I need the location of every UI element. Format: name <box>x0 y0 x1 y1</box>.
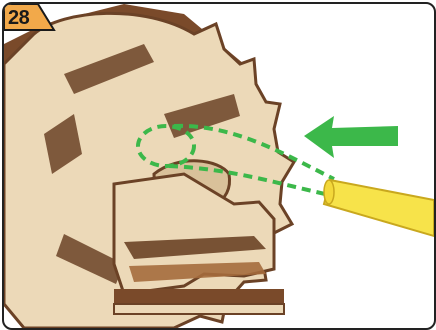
assembly-illustration <box>4 4 434 328</box>
yellow-rod <box>324 180 434 236</box>
arrow-left-icon <box>304 116 398 158</box>
step-number: 28 <box>8 7 29 30</box>
step-badge: 28 <box>4 4 56 40</box>
